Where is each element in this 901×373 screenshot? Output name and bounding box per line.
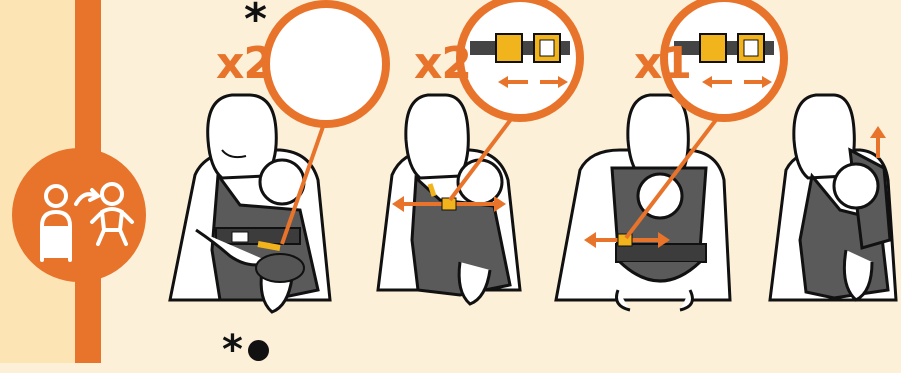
step-1-count: x2 <box>216 42 273 86</box>
figure-4 <box>770 95 896 300</box>
figure-2 <box>378 0 580 304</box>
asterisk-marker: * <box>244 0 267 42</box>
footnote-asterisk: * <box>222 330 243 370</box>
footnote-dot-icon <box>248 340 269 361</box>
figure-1 <box>170 4 386 312</box>
step-2-count: x2 <box>414 42 471 86</box>
step-3-count: x1 <box>634 42 691 86</box>
